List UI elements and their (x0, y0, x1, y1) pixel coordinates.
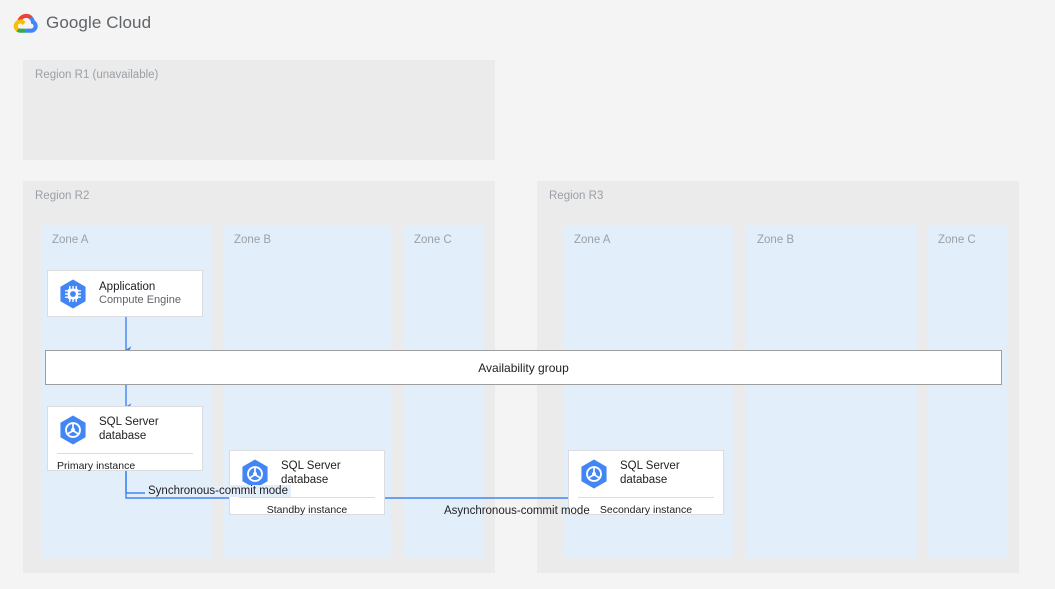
sql-secondary-card-body: SQL Server database (569, 451, 723, 497)
zone-r3-c-label: Zone C (938, 234, 976, 246)
region-r2-label: Region R2 (35, 190, 90, 202)
sql-server-icon (242, 459, 268, 489)
sql-secondary-divider (578, 497, 714, 498)
sql-primary-card-text: SQL Server database (99, 416, 159, 443)
node-sql-standby[interactable]: SQL Server database Standby instance (229, 450, 385, 516)
application-subtitle: Compute Engine (99, 294, 181, 307)
sql-standby-footer: Standby instance (266, 504, 348, 516)
application-card-body: Application Compute Engine (48, 271, 202, 317)
zone-r2-a-label: Zone A (52, 234, 89, 246)
zone-r2-c-label: Zone C (414, 234, 452, 246)
sql-primary-divider (57, 453, 193, 454)
sql-primary-title: SQL Server database (99, 416, 159, 442)
node-sql-primary[interactable]: SQL Server database Primary instance (47, 406, 203, 472)
compute-engine-icon (60, 279, 86, 309)
sql-standby-divider (239, 497, 375, 498)
sql-secondary-title: SQL Server database (620, 460, 680, 486)
node-sql-secondary[interactable]: SQL Server database Secondary instance (568, 450, 724, 516)
sql-server-icon (581, 459, 607, 489)
zone-r3-b: Zone B (746, 226, 917, 558)
sql-secondary-card-text: SQL Server database (620, 460, 680, 487)
zone-r2-b-label: Zone B (234, 234, 272, 246)
sql-server-icon (60, 415, 86, 445)
app-header: Google Cloud (0, 0, 1055, 45)
region-r1: Region R1 (unavailable) (23, 60, 495, 160)
zone-r2-c: Zone C (403, 226, 483, 558)
diagram-canvas: Region R1 (unavailable) Region R2 Zone A… (0, 45, 1055, 589)
availability-group-bar[interactable]: Availability group (45, 350, 1002, 385)
connector-label-asynchronous: Asynchronous-commit mode (444, 505, 590, 517)
node-application[interactable]: Application Compute Engine (47, 270, 203, 317)
application-title: Application (99, 280, 156, 293)
sql-primary-footer: Primary instance (57, 460, 136, 472)
region-r1-label: Region R1 (unavailable) (35, 69, 159, 81)
google-cloud-logo-icon (13, 13, 38, 33)
sql-standby-card-text: SQL Server database (281, 460, 341, 487)
connector-label-synchronous: Synchronous-commit mode (145, 485, 291, 497)
app-title: Google Cloud (46, 13, 152, 32)
sql-secondary-footer: Secondary instance (599, 504, 693, 516)
zone-r3-a-label: Zone A (574, 234, 611, 246)
availability-group-label: Availability group (478, 360, 569, 375)
sql-standby-card-body: SQL Server database (230, 451, 384, 497)
zone-r3-c: Zone C (927, 226, 1007, 558)
zone-r3-b-label: Zone B (757, 234, 795, 246)
region-r3-label: Region R3 (549, 190, 604, 202)
sql-primary-card-body: SQL Server database (48, 407, 202, 453)
application-card-text: Application Compute Engine (99, 281, 181, 308)
sql-standby-title: SQL Server database (281, 460, 341, 486)
